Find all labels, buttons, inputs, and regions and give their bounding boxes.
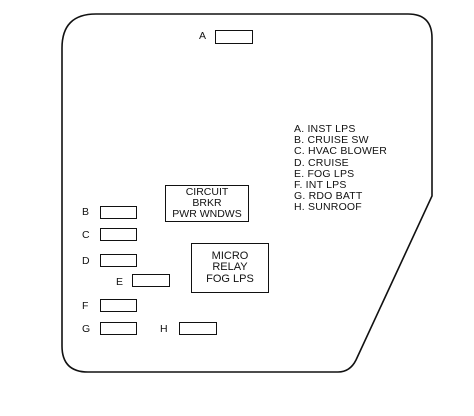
- fuse-label-b: B: [82, 206, 90, 218]
- circuit-breaker-line-1: CIRCUIT: [185, 185, 229, 198]
- legend-item-a: A. INST LPS: [294, 123, 356, 135]
- micro-relay-line-2: RELAY: [212, 261, 248, 274]
- micro-relay-line-3: FOG LPS: [206, 272, 254, 285]
- fuse-c: [100, 228, 137, 241]
- micro-relay-box: MICRO RELAY FOG LPS: [191, 243, 269, 293]
- fuse-f: [100, 299, 137, 312]
- fuse-label-d: D: [82, 255, 90, 267]
- fuse-label-a: A: [199, 30, 207, 42]
- circuit-breaker-box: CIRCUIT BRKR PWR WNDWS: [165, 185, 249, 222]
- fuse-label-c: C: [82, 229, 90, 241]
- fuse-label-f: F: [82, 300, 89, 312]
- legend-item-e: E. FOG LPS: [294, 167, 355, 180]
- fuse-legend: A. INST LPS B. CRUISE SW C. HVAC BLOWER …: [294, 123, 388, 214]
- micro-relay-line-1: MICRO: [211, 249, 249, 262]
- circuit-breaker-line-3: PWR WNDWS: [172, 208, 242, 220]
- circuit-breaker-line-2: BRKR: [192, 196, 222, 209]
- fuse-d: [100, 254, 137, 267]
- legend-item-g: G. RDO BATT: [294, 190, 363, 203]
- fuse-label-g: G: [82, 323, 91, 335]
- fuse-label-e: E: [116, 276, 124, 288]
- legend-item-d: D. CRUISE: [294, 156, 349, 169]
- legend-item-h: H. SUNROOF: [294, 201, 362, 214]
- fuse-g: [100, 322, 137, 335]
- legend-item-b: B. CRUISE SW: [294, 134, 369, 147]
- legend-item-c: C. HVAC BLOWER: [294, 145, 388, 158]
- fuse-h: [179, 322, 217, 335]
- fuse-a: [215, 30, 253, 44]
- fuse-b: [100, 206, 137, 219]
- fuse-e: [132, 274, 170, 287]
- legend-item-f: F. INT LPS: [294, 179, 347, 192]
- fuse-label-h: H: [160, 323, 168, 335]
